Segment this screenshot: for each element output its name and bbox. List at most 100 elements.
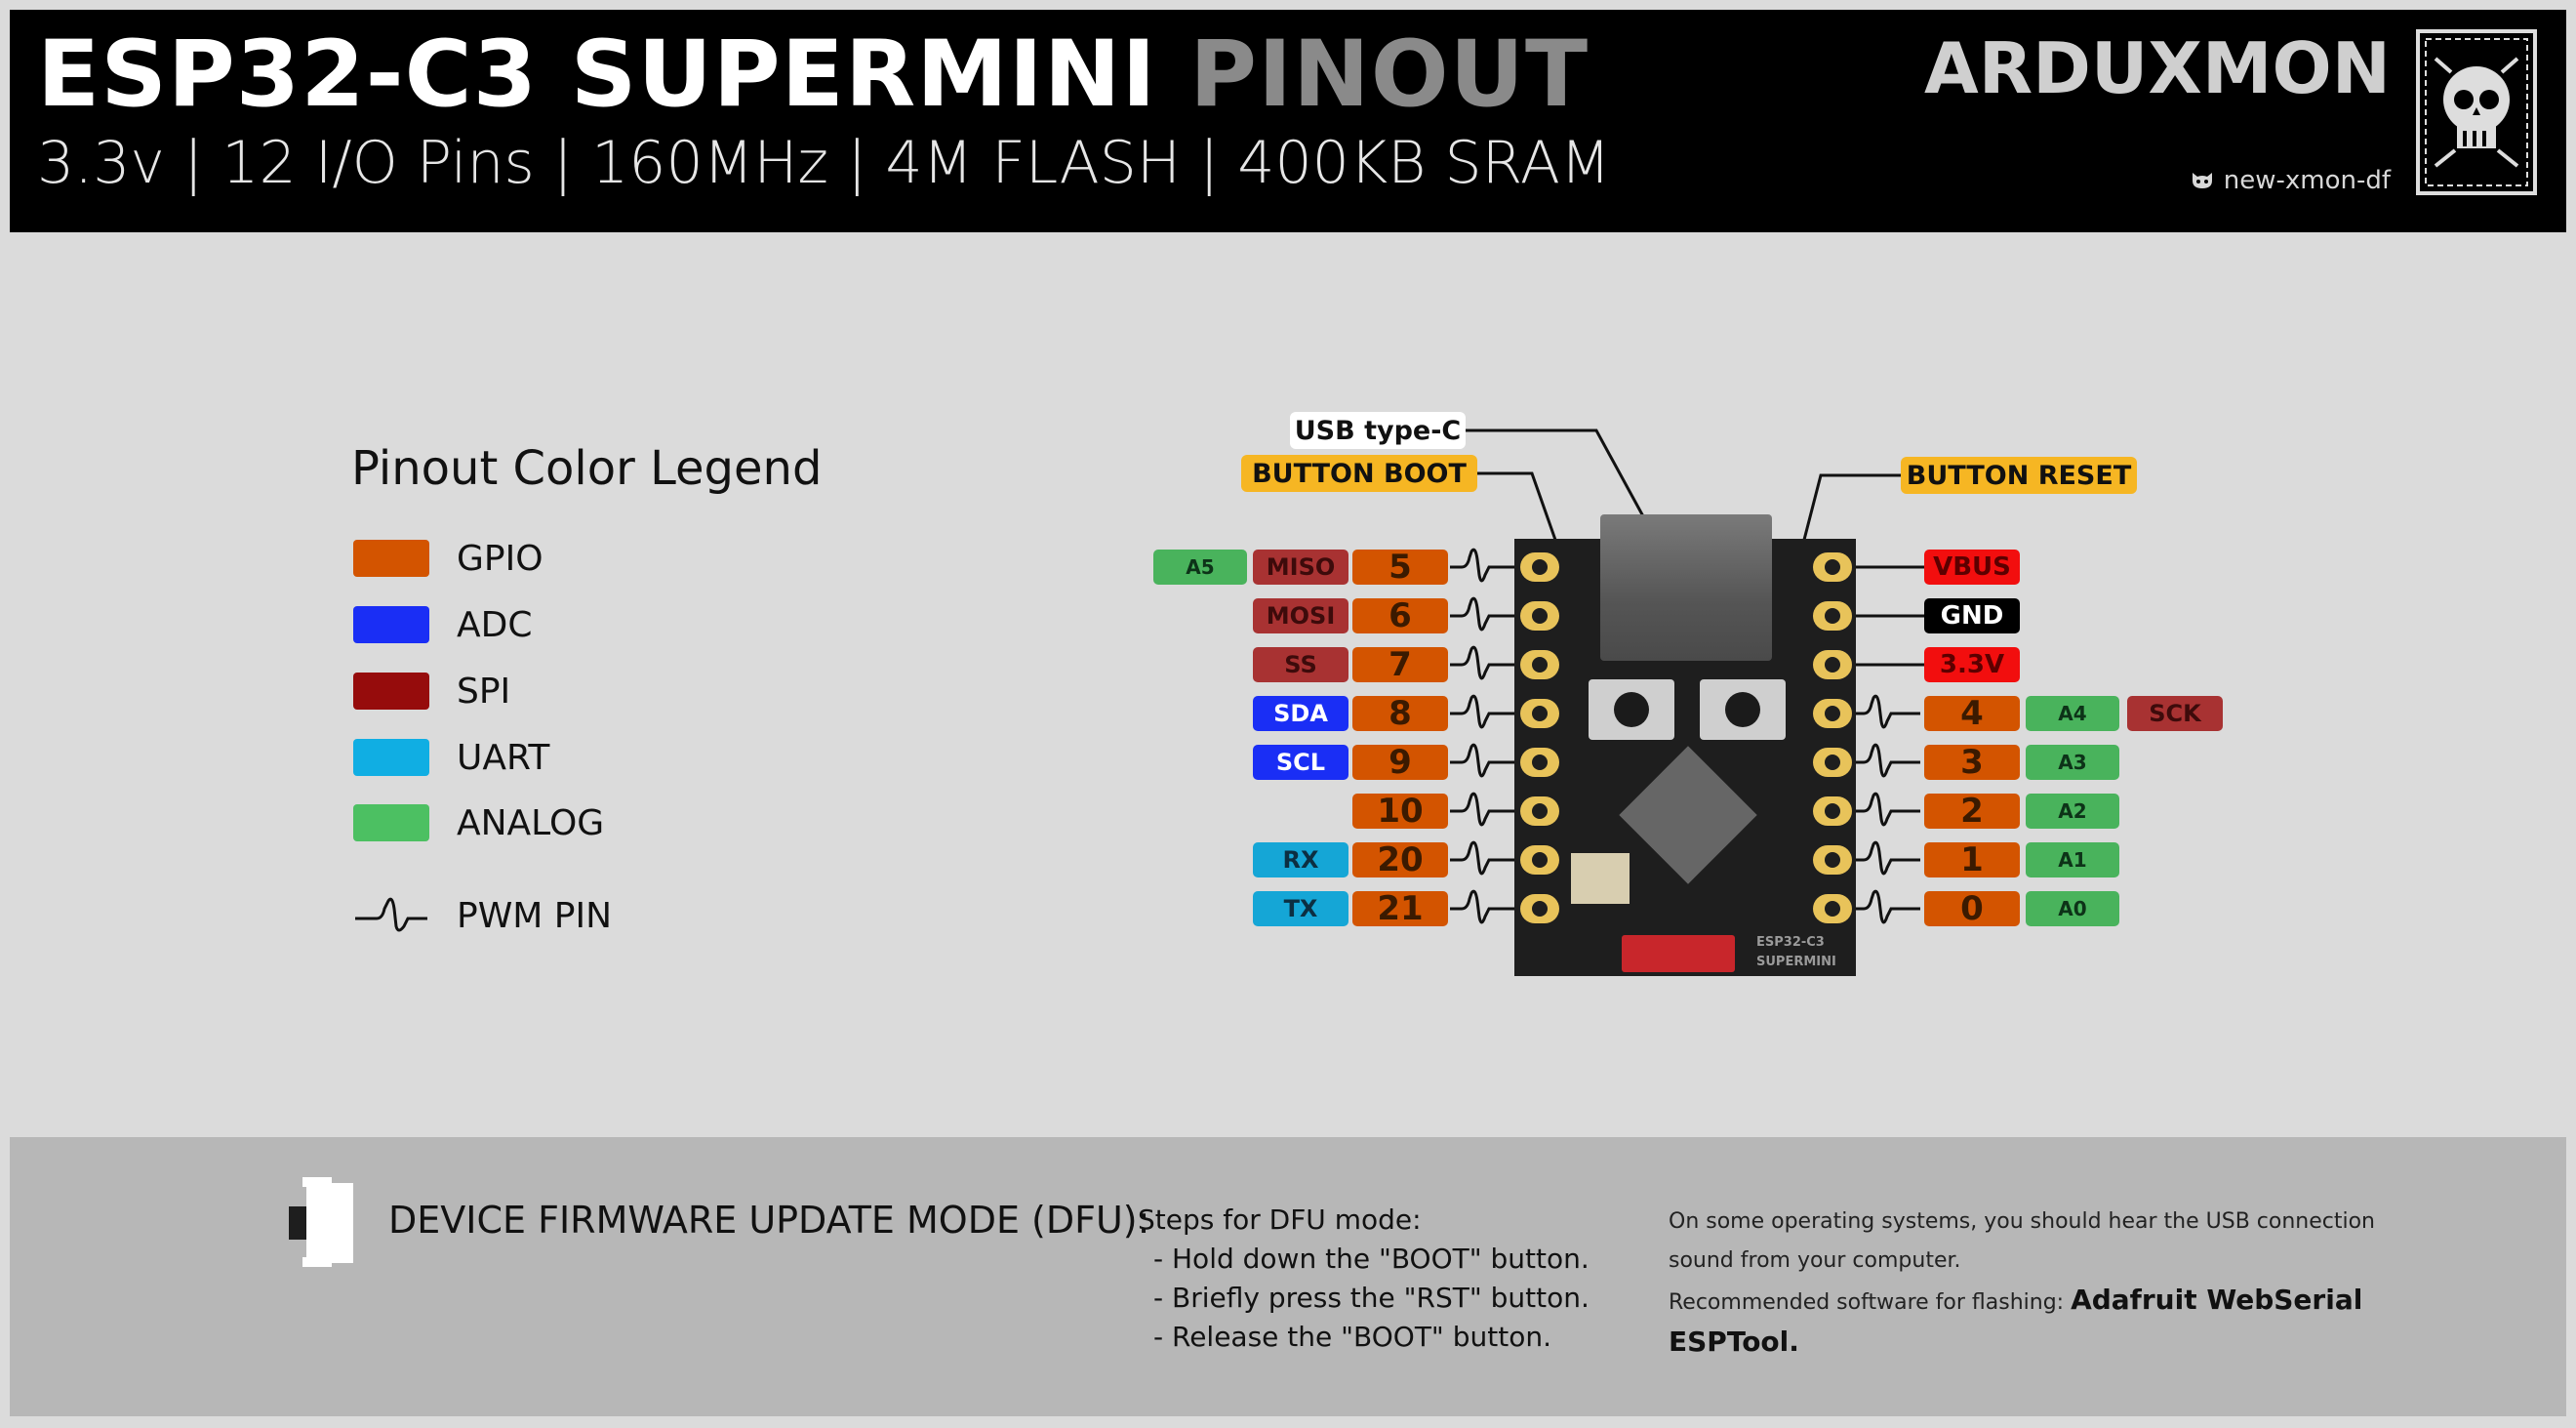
power-label-33v: 3.3V: [1924, 647, 2020, 682]
pad-left-7: [1520, 650, 1559, 679]
pwm-line-gpio-4: [1852, 694, 1920, 729]
pad-left-5: [1520, 552, 1559, 582]
power-label-gnd: GND: [1924, 598, 2020, 633]
note-line-1: On some operating systems, you should he…: [1669, 1209, 2376, 1234]
gpio-label-2: 2: [1924, 792, 2020, 831]
legend-swatch-gpio: [353, 540, 429, 577]
dfu-note: On some operating systems, you should he…: [1669, 1203, 2375, 1365]
pad-right-3: [1813, 699, 1852, 728]
pad-right-7: [1813, 894, 1852, 923]
brand-name: ARDUXMON: [1923, 27, 2391, 109]
reset-button[interactable]: [1700, 679, 1786, 740]
gpio-label-21: 21: [1352, 889, 1448, 928]
footer-panel: [10, 1137, 2566, 1416]
analog-label-a5: A5: [1153, 550, 1247, 585]
led-component: [1622, 935, 1735, 972]
func-label-sda: SDA: [1253, 696, 1348, 731]
pwm-line-gpio-3: [1852, 743, 1920, 778]
legend-item-adc: ADC: [353, 604, 533, 645]
page-title: ESP32-C3 SUPERMINI PINOUT: [37, 21, 1590, 128]
legend-item-analog: ANALOG: [353, 802, 605, 843]
pwm-line-gpio-21: [1450, 889, 1518, 924]
pwm-line-gpio-5: [1450, 548, 1518, 583]
legend-item-spi: SPI: [353, 671, 511, 712]
gpio-label-1: 1: [1924, 840, 2020, 879]
legend-swatch-analog: [353, 804, 429, 841]
legend-label-gpio: GPIO: [457, 538, 543, 579]
legend-label-analog: ANALOG: [457, 802, 605, 843]
gpio-label-7: 7: [1352, 645, 1448, 684]
legend-label-adc: ADC: [457, 604, 533, 645]
button-reset-callout: BUTTON RESET: [1901, 457, 2137, 494]
skull-logo-icon: [2416, 29, 2537, 195]
boot-button[interactable]: [1589, 679, 1674, 740]
power-label-vbus: VBUS: [1924, 550, 2020, 585]
pad-right-5: [1813, 796, 1852, 826]
legend-swatch-adc: [353, 606, 429, 643]
button-boot-callout: BUTTON BOOT: [1241, 455, 1477, 492]
pad-left-9: [1520, 748, 1559, 777]
pad-right-6: [1813, 845, 1852, 875]
github-username: new-xmon-df: [2223, 166, 2391, 195]
github-icon: [2192, 173, 2212, 188]
page-subtitle: 3.3v | 12 I/O Pins | 160MHz | 4M FLASH |…: [37, 129, 1611, 197]
analog-label-a4: A4: [2026, 696, 2119, 731]
func-label-rx: RX: [1253, 842, 1348, 877]
note-line-3: Recommended software for flashing:: [1669, 1290, 2065, 1315]
usb-c-port: [1600, 514, 1772, 661]
pwm-line-gpio-2: [1852, 792, 1920, 827]
pwm-line-gpio-0: [1852, 889, 1920, 924]
func-label-sck: SCK: [2127, 696, 2223, 731]
pwm-line-gpio-10: [1450, 792, 1518, 827]
analog-label-a2: A2: [2026, 794, 2119, 829]
title-accent: PINOUT: [1189, 21, 1590, 128]
legend-item-gpio: GPIO: [353, 538, 543, 579]
dfu-steps: Steps for DFU mode: - Hold down the "BOO…: [1138, 1201, 1590, 1357]
pad-left-21: [1520, 894, 1559, 923]
gpio-label-9: 9: [1352, 743, 1448, 782]
gpio-label-10: 10: [1352, 792, 1448, 831]
legend-swatch-uart: [353, 739, 429, 776]
gpio-label-6: 6: [1352, 596, 1448, 635]
func-label-ss: SS: [1253, 647, 1348, 682]
func-label-mosi: MOSI: [1253, 598, 1348, 633]
analog-label-a0: A0: [2026, 891, 2119, 926]
legend-title: Pinout Color Legend: [351, 441, 823, 496]
steps-title: Steps for DFU mode:: [1138, 1204, 1422, 1236]
pad-left-10: [1520, 796, 1559, 826]
gpio-label-20: 20: [1352, 840, 1448, 879]
step-3: - Release the "BOOT" button.: [1153, 1321, 1551, 1353]
pwm-line-gpio-1: [1852, 840, 1920, 876]
analog-label-a1: A1: [2026, 842, 2119, 877]
gpio-label-3: 3: [1924, 743, 2020, 782]
usb-callout-line: [1442, 428, 1651, 528]
crystal-oscillator: [1571, 853, 1630, 904]
gpio-label-8: 8: [1352, 694, 1448, 733]
legend-item-pwm: PWM PIN: [353, 896, 612, 936]
pad-right-2: [1813, 650, 1852, 679]
legend-label-spi: SPI: [457, 671, 511, 712]
legend-swatch-spi: [353, 673, 429, 710]
pad-right-0: [1813, 552, 1852, 582]
software-adafruit: Adafruit WebSerial: [2071, 1284, 2363, 1316]
func-label-miso: MISO: [1253, 550, 1348, 585]
github-link[interactable]: new-xmon-df: [2189, 166, 2391, 195]
step-2: - Briefly press the "RST" button.: [1153, 1282, 1590, 1314]
step-1: - Hold down the "BOOT" button.: [1153, 1243, 1590, 1275]
gpio-label-4: 4: [1924, 694, 2020, 733]
analog-label-a3: A3: [2026, 745, 2119, 780]
pwm-line-gpio-20: [1450, 840, 1518, 876]
pad-left-6: [1520, 601, 1559, 631]
pwm-line-gpio-6: [1450, 596, 1518, 632]
pad-right-4: [1813, 748, 1852, 777]
gpio-label-5: 5: [1352, 548, 1448, 587]
pad-right-1: [1813, 601, 1852, 631]
pwm-wave-icon: [355, 897, 427, 931]
pad-left-20: [1520, 845, 1559, 875]
pwm-line-gpio-9: [1450, 743, 1518, 778]
legend-label-pwm: PWM PIN: [457, 896, 613, 936]
gpio-label-0: 0: [1924, 889, 2020, 928]
pad-left-8: [1520, 699, 1559, 728]
legend-item-uart: UART: [353, 738, 549, 778]
